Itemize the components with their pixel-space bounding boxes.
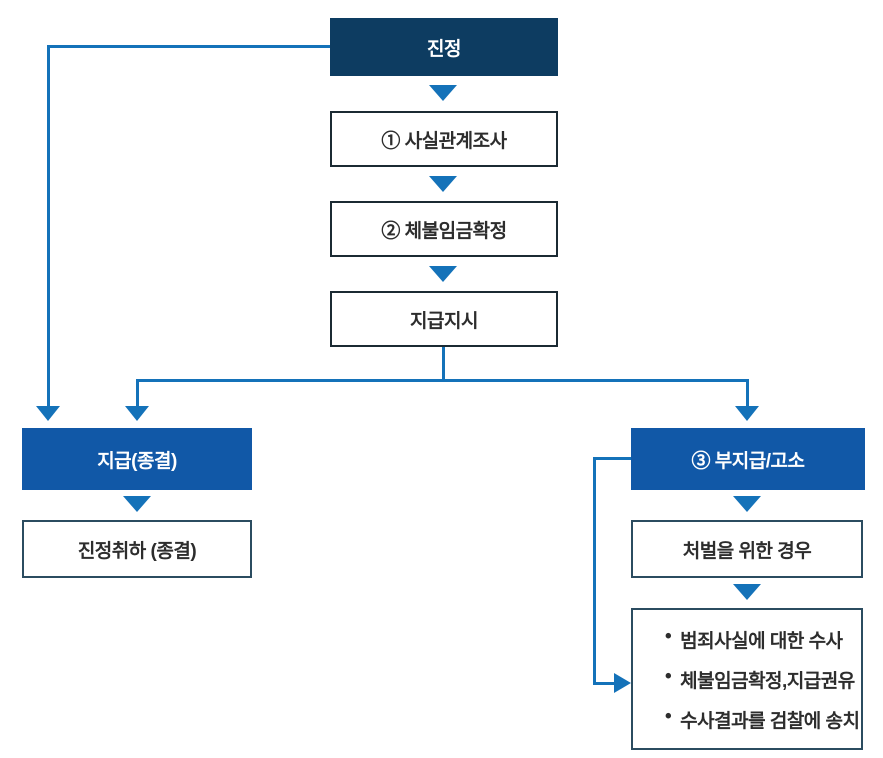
arrowhead-down-branch-right xyxy=(735,406,759,421)
list-item: • 체불임금확정,지급권유 xyxy=(665,666,855,693)
node-payment-order-label: 지급지시 xyxy=(410,310,478,332)
node-punishment-case-label: 처벌을 위한 경우 xyxy=(682,540,812,562)
node-withdrawal-label: 진정취하 (종결) xyxy=(77,540,197,562)
action-item-label: 범죄사실에 대한 수사 xyxy=(680,630,843,652)
node-payment-order: 지급지시 xyxy=(330,291,558,347)
bullet-icon: • xyxy=(665,705,672,727)
arrow-down-1 xyxy=(429,85,457,101)
node-unpaid-wage-confirmation: ② 체불임금확정 xyxy=(330,201,558,257)
connector-side-vertical xyxy=(593,457,596,684)
node-actions-list: • 범죄사실에 대한 수사 • 체불임금확정,지급권유 • 수사결과를 검찰에 … xyxy=(631,608,863,750)
node-fact-investigation: ① 사실관계조사 xyxy=(330,111,558,167)
arrow-down-5 xyxy=(733,496,761,512)
arrowhead-down-branch-left xyxy=(125,406,149,421)
node-fact-investigation-label: ① 사실관계조사 xyxy=(381,130,507,152)
arrow-down-6 xyxy=(733,584,761,600)
action-item-label: 체불임금확정,지급권유 xyxy=(680,670,855,692)
connector-top-horizontal xyxy=(48,45,330,48)
connector-branch-horizontal xyxy=(136,379,749,382)
action-item-label: 수사결과를 검찰에 송치 xyxy=(680,710,860,732)
connector-side-horizontal-out xyxy=(593,457,631,460)
node-nonpayment-accusation: ③ 부지급/고소 xyxy=(631,428,865,490)
node-nonpayment-accusation-label: ③ 부지급/고소 xyxy=(691,450,805,472)
arrow-down-2 xyxy=(429,176,457,192)
connector-branch-right-vertical xyxy=(746,379,749,407)
bullet-icon: • xyxy=(665,665,672,687)
node-punishment-case: 처벌을 위한 경우 xyxy=(631,520,863,578)
list-item: • 범죄사실에 대한 수사 xyxy=(665,626,843,653)
connector-mid-vertical xyxy=(442,347,445,381)
node-payment-closed: 지급(종결) xyxy=(22,428,252,490)
list-item: • 수사결과를 검찰에 송치 xyxy=(665,706,860,733)
arrowhead-down-left-outer xyxy=(36,406,60,421)
node-payment-closed-label: 지급(종결) xyxy=(97,450,177,472)
arrow-down-3 xyxy=(429,266,457,282)
arrowhead-right-into-actions xyxy=(614,673,631,693)
connector-left-vertical xyxy=(47,45,50,407)
node-complaint-label: 진정 xyxy=(427,38,461,60)
node-unpaid-wage-confirmation-label: ② 체불임금확정 xyxy=(381,220,507,242)
connector-branch-left-vertical xyxy=(136,379,139,407)
bullet-icon: • xyxy=(665,625,672,647)
node-withdrawal: 진정취하 (종결) xyxy=(22,520,252,578)
node-complaint: 진정 xyxy=(330,18,558,76)
arrow-down-4 xyxy=(123,496,151,512)
connector-side-horizontal-in xyxy=(593,682,615,685)
